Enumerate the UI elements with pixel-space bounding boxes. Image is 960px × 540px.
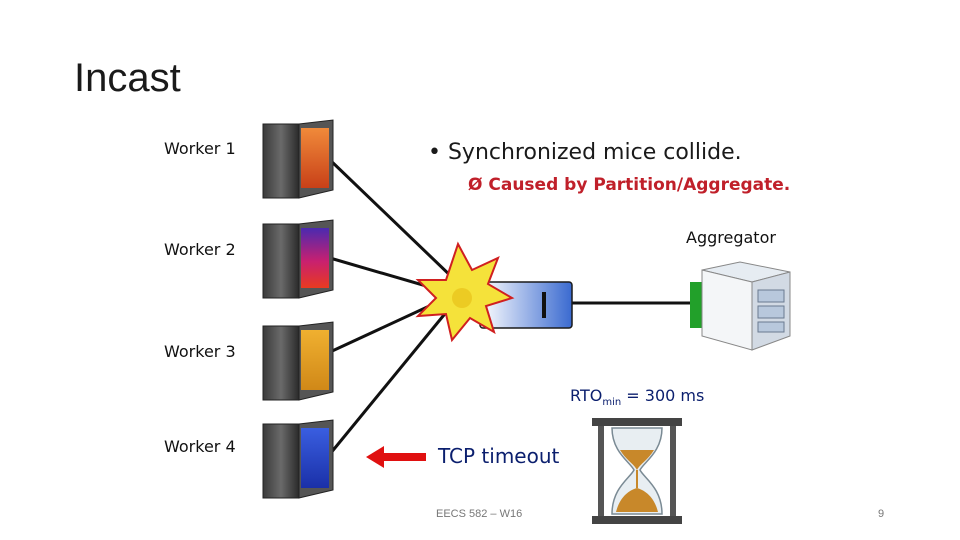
- aggregator-server-icon: [690, 261, 791, 351]
- worker-label-3: Worker 3: [164, 342, 236, 361]
- arrow-left-icon: [366, 446, 426, 468]
- collision-star-core: [452, 288, 472, 308]
- worker-server-1: [262, 119, 334, 199]
- page-number: 9: [878, 508, 885, 520]
- slide-title: Incast: [74, 56, 181, 100]
- network-links: [328, 158, 690, 455]
- rto-subscript: min: [602, 397, 622, 409]
- worker-server-4: [262, 419, 334, 499]
- link-worker-1: [328, 158, 457, 282]
- worker-server-3: [262, 321, 334, 401]
- rto-label: RTOmin = 300 ms: [570, 386, 704, 408]
- link-worker-3: [329, 300, 439, 354]
- worker-server-2: [262, 219, 334, 299]
- worker-label-4: Worker 4: [164, 437, 236, 456]
- worker-label-1: Worker 1: [164, 139, 236, 158]
- bullet-point: • Synchronized mice collide.: [428, 140, 742, 165]
- link-worker-4: [328, 309, 450, 455]
- worker-label-2: Worker 2: [164, 240, 236, 259]
- rto-value: = 300 ms: [621, 386, 705, 405]
- aggregator-label: Aggregator: [686, 228, 776, 247]
- rto-prefix: RTO: [570, 386, 603, 405]
- sub-bullet-point: Ø Caused by Partition/Aggregate.: [468, 175, 791, 195]
- footer-text: EECS 582 – W16: [436, 508, 523, 520]
- tcp-timeout-label: TCP timeout: [438, 444, 560, 468]
- hourglass-icon: [592, 418, 682, 524]
